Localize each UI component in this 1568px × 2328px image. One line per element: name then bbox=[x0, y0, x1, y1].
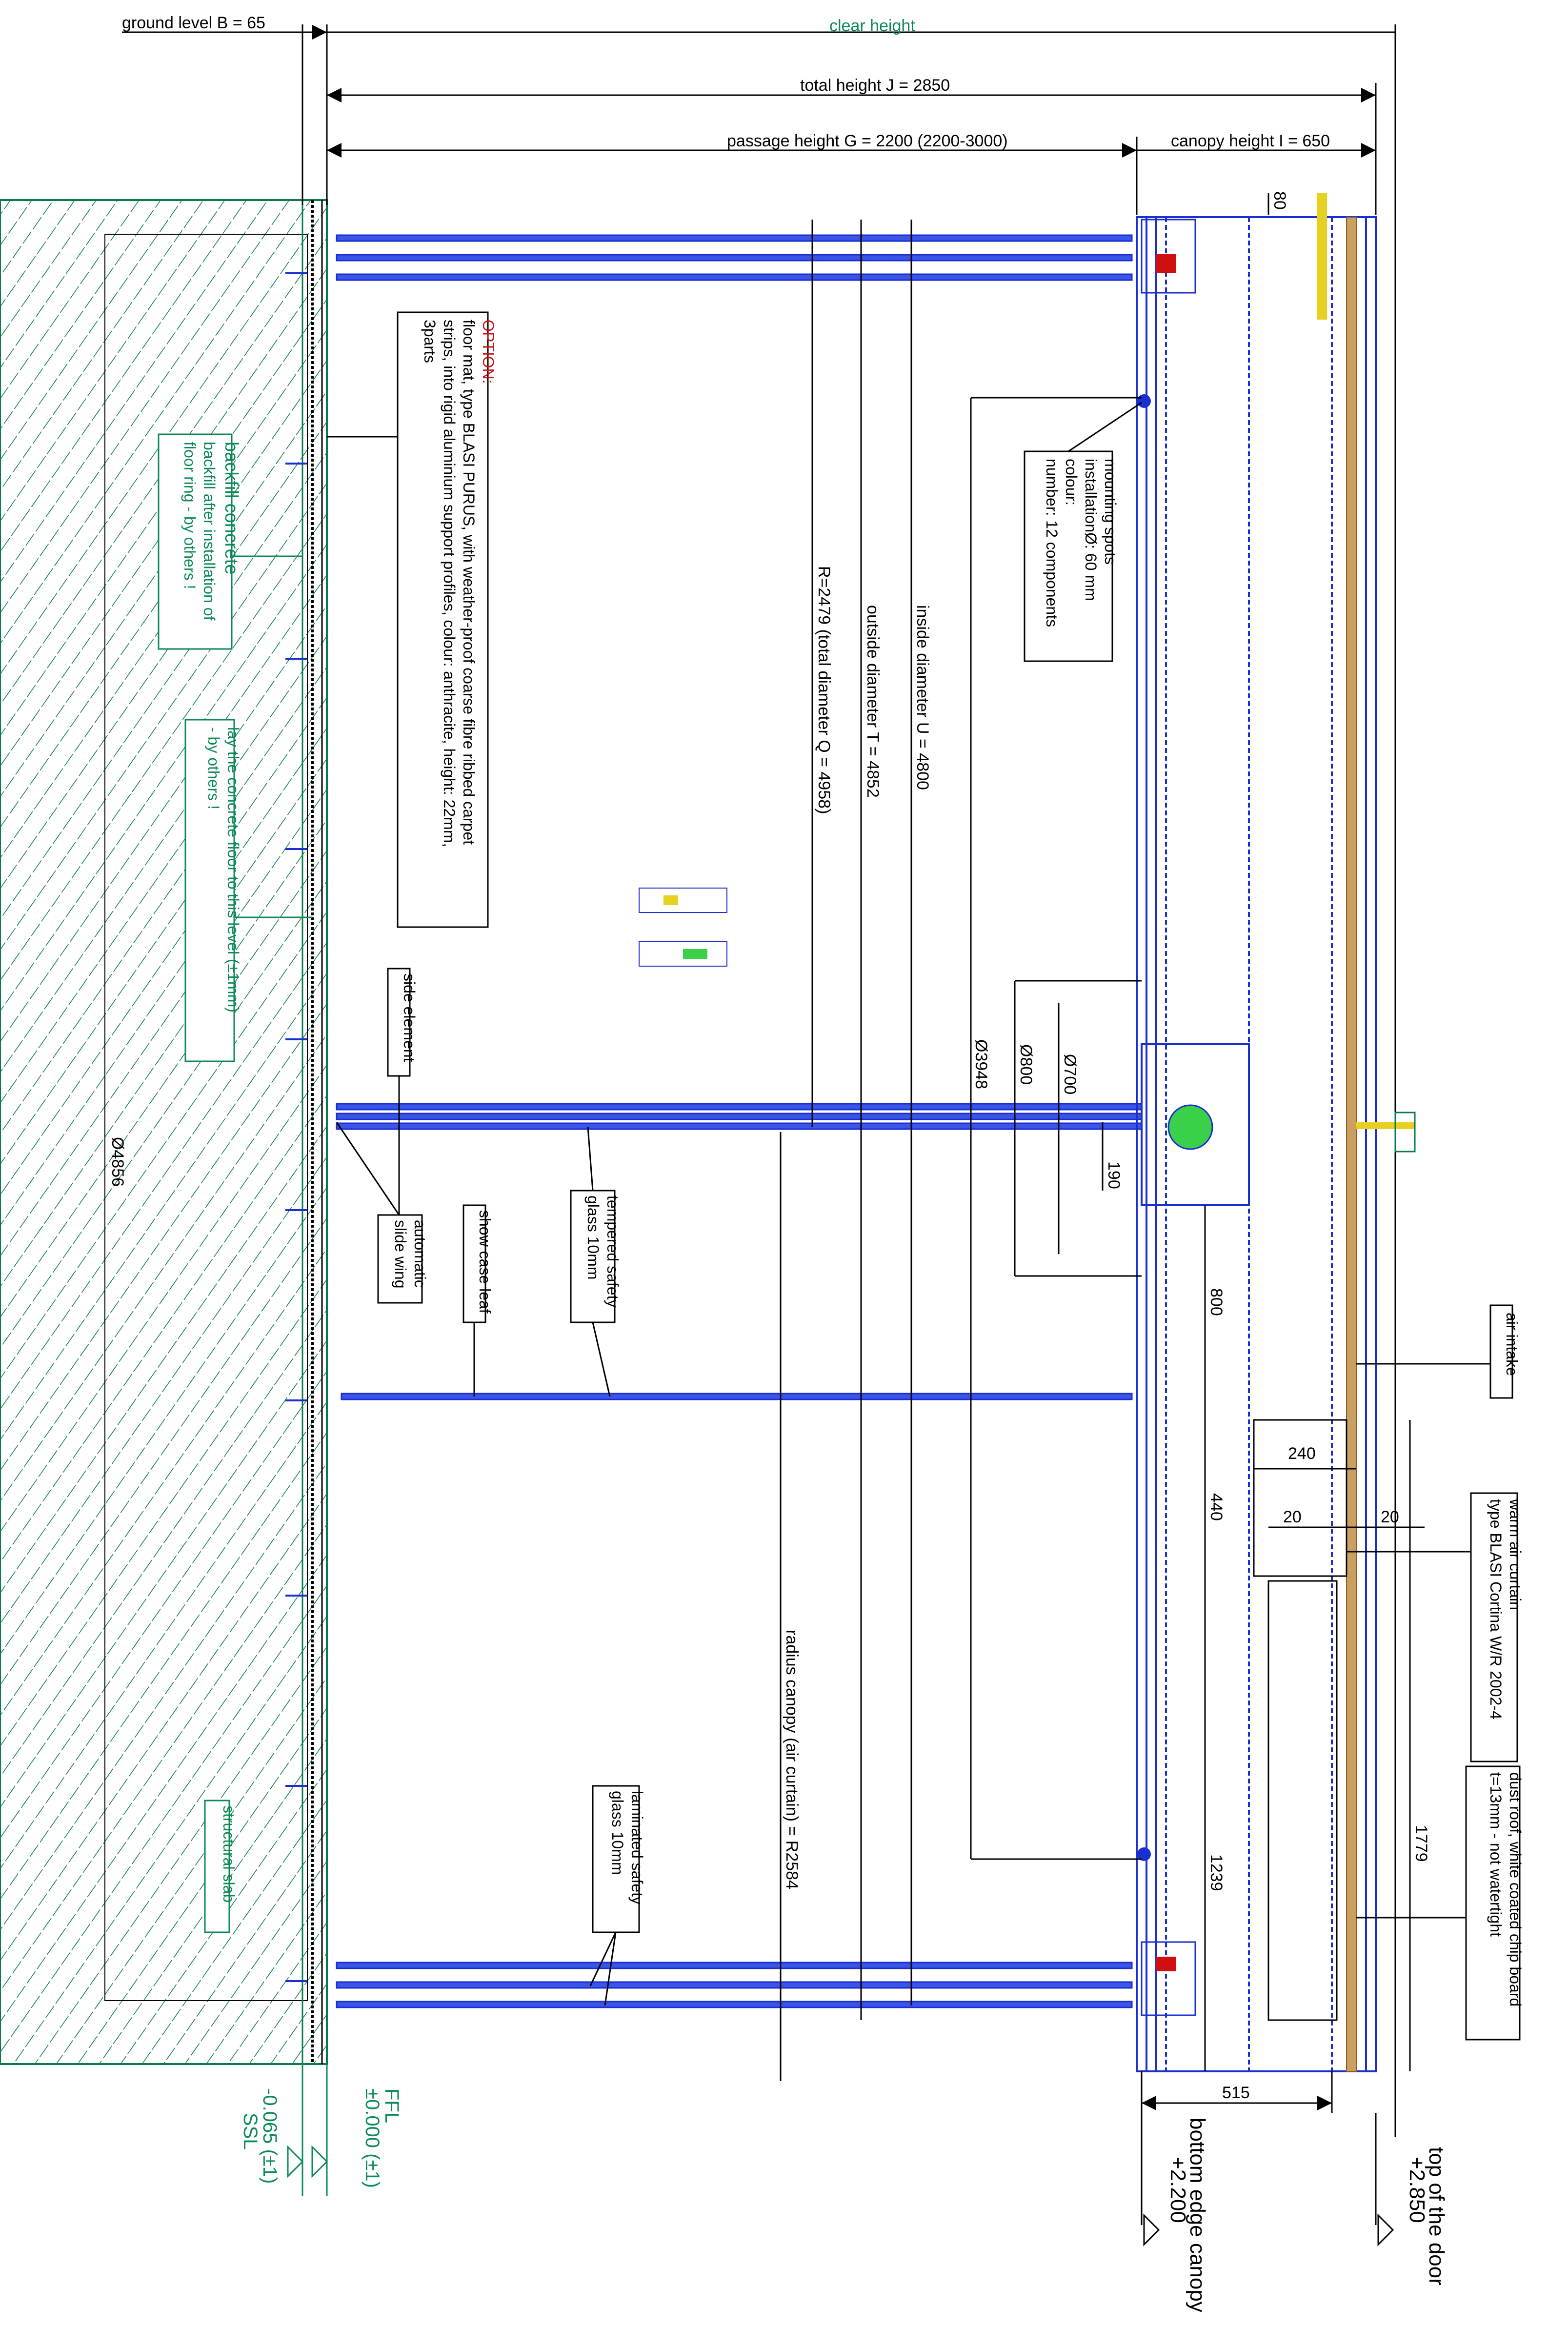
top-dimension-lines bbox=[122, 24, 1396, 2137]
option-floor-mat-note: OPTION: floor mat, type BLASI PURUS, wit… bbox=[327, 311, 497, 928]
top-of-door-value: +2.850 bbox=[1405, 2157, 1429, 2223]
laminated-glass-note: laminated safety glass 10mm bbox=[589, 1785, 646, 2006]
anchor-bolts bbox=[285, 272, 307, 1982]
structural-slab-note: structural slab bbox=[204, 1800, 238, 1933]
air-intake-label: air intake bbox=[1503, 1313, 1521, 1376]
mounting-spots-note: mounting spots installationØ: 60 mm colo… bbox=[1024, 402, 1142, 662]
vertical-dimension-lines bbox=[780, 193, 1425, 2113]
dust-roof-line-1: dust roof, white coated chip board bbox=[1507, 1772, 1524, 2006]
option-line-3: 3parts bbox=[421, 320, 439, 363]
dim-190-label: 190 bbox=[1105, 1161, 1123, 1189]
bottom-edge-canopy-value: +2.200 bbox=[1166, 2157, 1190, 2223]
dim-440-label: 440 bbox=[1207, 1493, 1226, 1521]
top-of-door-label: top of the door bbox=[1425, 2147, 1448, 2286]
canopy-structure bbox=[1136, 216, 1377, 2072]
option-title: OPTION: bbox=[480, 320, 497, 384]
radius-label: R=2479 (total diameter Q = 4958) bbox=[815, 566, 833, 814]
show-case-label: show case leaf bbox=[476, 1210, 494, 1314]
outside-diameter-label: outside diameter T = 4852 bbox=[864, 605, 882, 798]
inside-diameter-label: inside diameter U = 4800 bbox=[913, 605, 932, 790]
side-element-note: side element bbox=[336, 968, 418, 1215]
dust-roof-note: dust roof, white coated chip board t=13m… bbox=[1356, 1765, 1524, 2041]
side-element-label: side element bbox=[401, 973, 418, 1062]
mounting-spot-icons bbox=[1137, 394, 1151, 1861]
mounting-line-1: mounting spots bbox=[1102, 459, 1119, 565]
dim-20b-label: 20 bbox=[1381, 1508, 1399, 1526]
warm-air-line-2: type BLASI Cortina W/R 2002-4 bbox=[1487, 1499, 1505, 1720]
passage-height-label: passage height G = 2200 (2200-3000) bbox=[727, 132, 1008, 150]
lay-line-2: - by others ! bbox=[205, 727, 222, 810]
option-line-1: floor mat, type BLASI PURUS, with weathe… bbox=[460, 320, 478, 845]
mounting-line-4: number: 12 components bbox=[1043, 459, 1061, 627]
lay-line-1: lay the concrete floor to this level (±1… bbox=[224, 727, 242, 1012]
lay-concrete-note: lay the concrete floor to this level (±1… bbox=[184, 719, 312, 1062]
dim-515-label: 515 bbox=[1222, 2084, 1250, 2102]
mounting-line-3: colour: bbox=[1063, 459, 1080, 506]
glass-top-group bbox=[336, 234, 1133, 281]
glass-bottom-group bbox=[336, 1962, 1133, 2008]
diameter-4856-label: Ø4856 bbox=[108, 1137, 127, 1187]
show-case-leaf-note: show case leaf bbox=[462, 1204, 494, 1397]
ssl-value: -0.065 (±1) bbox=[259, 2088, 281, 2184]
automatic-slide-wing-note: automatic slide wing bbox=[377, 1214, 429, 1304]
ssl-label: SSL bbox=[240, 2113, 261, 2150]
level-markers bbox=[287, 2064, 328, 2196]
show-case-glass bbox=[341, 1393, 1133, 1400]
backfill-line-1: backfill after installation of bbox=[201, 442, 218, 621]
ffl-value: ±0.000 (±1) bbox=[362, 2088, 383, 2188]
dust-roof-line-2: t=13mm - not watertight bbox=[1487, 1772, 1505, 1937]
canopy-level-markers bbox=[1141, 2113, 1394, 2247]
dust-roof-board bbox=[1346, 217, 1357, 2072]
tempered-glass-note: tempered safety glass 10mm bbox=[570, 1127, 622, 1397]
bottom-edge-canopy-label: bottom edge canopy bbox=[1186, 2118, 1209, 2312]
backfill-line-2: floor ring - by others ! bbox=[181, 442, 199, 589]
air-curtain-unit bbox=[1253, 1419, 1356, 2021]
dim-800-label: 800 bbox=[1207, 1288, 1226, 1316]
warm-air-curtain-note: warm air curtain type BLASI Cortina W/R … bbox=[1347, 1492, 1524, 1762]
ffl-label: FFL bbox=[381, 2088, 402, 2123]
air-intake-note: air intake bbox=[1356, 1304, 1521, 1399]
structural-slab-label: structural slab bbox=[220, 1805, 238, 1903]
automatic-line-1: automatic bbox=[411, 1220, 429, 1288]
automatic-line-2: slide wing bbox=[392, 1220, 409, 1289]
diameter-800-label: Ø800 bbox=[1017, 1044, 1035, 1085]
detail-symbols bbox=[639, 888, 727, 967]
laminated-line-2: glass 10mm bbox=[609, 1791, 626, 1875]
laminated-line-1: laminated safety bbox=[628, 1791, 646, 1904]
canopy-height-label: canopy height I = 650 bbox=[1171, 132, 1330, 150]
glass-middle-group bbox=[336, 1103, 1143, 1130]
ground-level-label: ground level B = 65 bbox=[122, 14, 265, 32]
warm-air-line-1: warm air curtain bbox=[1507, 1498, 1524, 1610]
mounting-line-2: installationØ: 60 mm bbox=[1082, 459, 1100, 601]
hardware-bottom bbox=[1141, 1941, 1196, 2016]
backfill-note: backfill concrete backfill after install… bbox=[158, 433, 302, 650]
radius-canopy-label: radius canopy (air curtain) = R2584 bbox=[783, 1630, 801, 1889]
option-line-2: strips, into rigid aluminium support pro… bbox=[441, 320, 458, 847]
diameter-3948-label: Ø3948 bbox=[972, 1039, 990, 1089]
dim-240-label: 240 bbox=[1288, 1444, 1316, 1463]
diameter-700-label: Ø700 bbox=[1061, 1054, 1079, 1094]
dim-1779-label: 1779 bbox=[1412, 1825, 1430, 1862]
glass-panels bbox=[336, 234, 1143, 2008]
clear-height-label: clear height bbox=[829, 17, 915, 35]
dim-20a-label: 20 bbox=[1283, 1508, 1302, 1526]
hardware-top bbox=[1141, 193, 1327, 320]
backfill-title: backfill concrete bbox=[221, 442, 241, 574]
dim-1239-label: 1239 bbox=[1207, 1854, 1226, 1891]
total-height-label: total height J = 2850 bbox=[800, 76, 950, 95]
dim-80-label: 80 bbox=[1270, 191, 1289, 210]
tempered-line-2: glass 10mm bbox=[584, 1195, 602, 1280]
tempered-line-1: tempered safety bbox=[604, 1195, 622, 1307]
center-hub bbox=[1141, 1043, 1416, 1206]
